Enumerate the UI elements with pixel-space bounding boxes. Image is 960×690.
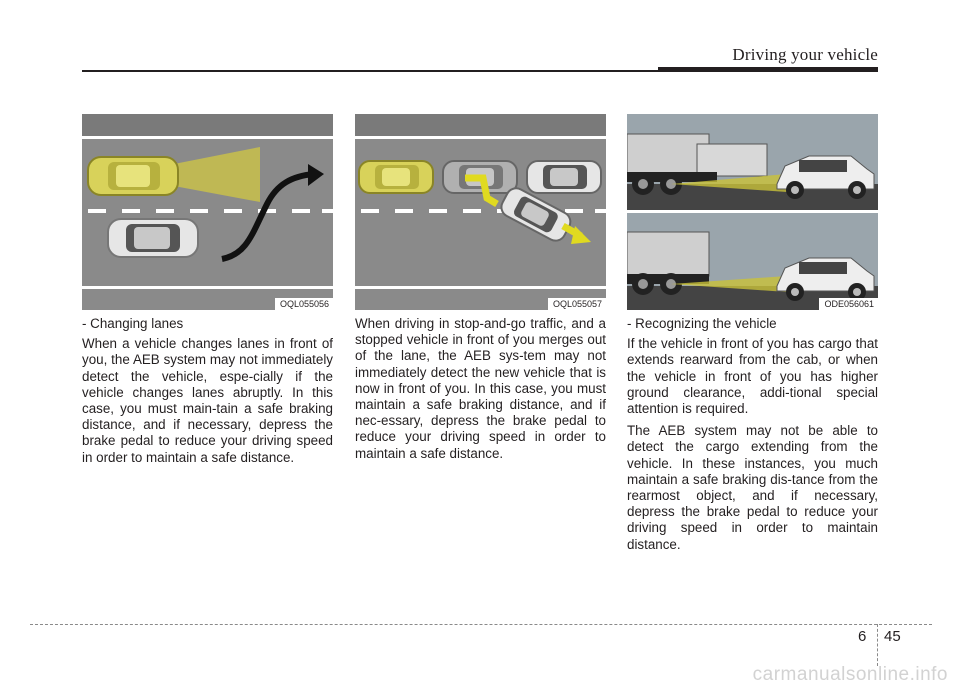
page-number: 45 bbox=[884, 628, 901, 645]
figure-stop-and-go: OQL055057 bbox=[355, 114, 606, 310]
header-rule bbox=[82, 70, 878, 72]
paragraph: When a vehicle changes lanes in front of… bbox=[82, 336, 333, 465]
curved-arrow-icon bbox=[221, 171, 315, 262]
header-rule-accent bbox=[658, 67, 878, 72]
figure-code: OQL055057 bbox=[547, 298, 606, 310]
detection-beam bbox=[671, 276, 787, 292]
paragraph: When driving in stop-and-go traffic, and… bbox=[355, 316, 606, 461]
footer-rule bbox=[30, 624, 932, 625]
footer-divider bbox=[877, 624, 878, 666]
detection-beam bbox=[174, 147, 260, 202]
white-car-icon bbox=[526, 160, 602, 194]
figure-recognizing-vehicle: ODE056061 bbox=[627, 114, 878, 310]
suv-icon bbox=[776, 155, 875, 199]
lane-change-arrow-icon bbox=[465, 174, 499, 208]
column-changing-lanes: - Changing lanes When a vehicle changes … bbox=[82, 316, 333, 472]
column-recognizing-vehicle: - Recognizing the vehicle If the vehicle… bbox=[627, 316, 878, 559]
truck-illustration bbox=[627, 114, 878, 310]
yellow-car-icon bbox=[87, 156, 179, 196]
yellow-car-icon bbox=[358, 160, 434, 194]
subheading: - Recognizing the vehicle bbox=[627, 316, 777, 331]
watermark: carmanualsonline.info bbox=[752, 664, 948, 685]
road-illustration bbox=[82, 114, 333, 310]
white-car-icon bbox=[500, 187, 572, 242]
column-stop-and-go: When driving in stop-and-go traffic, and… bbox=[355, 316, 606, 468]
truck-icon bbox=[627, 133, 768, 195]
figure-changing-lanes: OQL055056 bbox=[82, 114, 333, 310]
header-title: Driving your vehicle bbox=[732, 45, 878, 64]
chapter-number: 6 bbox=[858, 628, 867, 645]
paragraph: The AEB system may not be able to detect… bbox=[627, 423, 878, 552]
truck-icon bbox=[627, 231, 710, 295]
figure-code: OQL055056 bbox=[274, 298, 333, 310]
figure-code: ODE056061 bbox=[819, 298, 878, 310]
paragraph: If the vehicle in front of you has cargo… bbox=[627, 336, 878, 417]
detection-beam bbox=[671, 174, 787, 192]
subheading: - Changing lanes bbox=[82, 316, 184, 331]
suv-icon bbox=[776, 257, 875, 301]
road-illustration bbox=[355, 114, 606, 310]
white-car-icon bbox=[107, 218, 199, 258]
